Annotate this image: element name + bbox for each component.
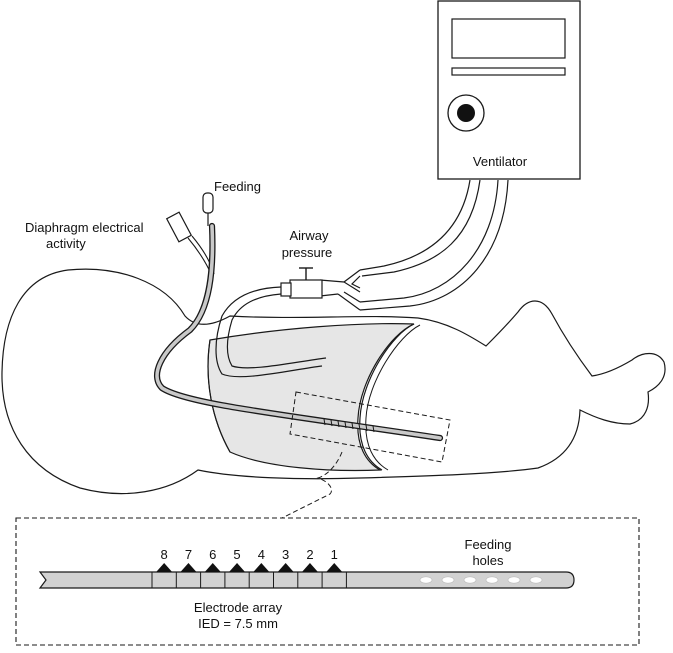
- zoom-connector: [281, 451, 343, 519]
- ventilator-circuit: [319, 179, 509, 311]
- electrode-marker: [326, 563, 343, 572]
- ied-label: IED = 7.5 mm: [198, 616, 278, 631]
- feeding-hole: [485, 576, 499, 584]
- feeding-connector: [202, 192, 214, 226]
- ventilator-label: Ventilator: [473, 154, 528, 169]
- catheter-electrode-marks: [323, 418, 375, 433]
- electrode-number: 8: [161, 547, 168, 562]
- electrode-number: 7: [185, 547, 192, 562]
- electrode-number: 4: [258, 547, 265, 562]
- feeding-holes-label-line2: holes: [472, 553, 504, 568]
- detail-inset: 8 7 6 5 4 3 2 1 Feeding holes Electrode array I…: [15, 517, 640, 646]
- electrode-array: 8 7 6 5 4 3 2 1: [151, 547, 347, 588]
- electrode-number: 2: [306, 547, 313, 562]
- electrode-marker: [253, 563, 270, 572]
- electrode-number: 1: [331, 547, 338, 562]
- feeding-hole: [529, 576, 543, 584]
- electrode-marker: [229, 563, 246, 572]
- feeding-holes-label-line1: Feeding: [465, 537, 512, 552]
- diaphragm-label-line2: activity: [46, 236, 86, 251]
- inset-catheter: [38, 571, 575, 589]
- electrode-marker: [204, 563, 221, 572]
- airway-label-line2: pressure: [282, 245, 333, 260]
- airway-pressure-connector: [280, 267, 323, 299]
- feeding-hole: [441, 576, 455, 584]
- ventilator-display: [451, 18, 566, 59]
- electrode-marker: [301, 563, 318, 572]
- feeding-hole: [507, 576, 521, 584]
- airway-label-line1: Airway: [289, 228, 329, 243]
- zoom-window: [289, 391, 451, 463]
- electrode-number: 5: [233, 547, 240, 562]
- chest-band-rim-inner: [365, 324, 421, 471]
- feeding-hole: [463, 576, 477, 584]
- electrode-number: 3: [282, 547, 289, 562]
- feeding-holes: [419, 576, 543, 584]
- feeding-label: Feeding: [214, 179, 261, 194]
- electrode-marker: [156, 563, 173, 572]
- electrical-connector: [165, 211, 215, 277]
- electrode-marker: [277, 563, 294, 572]
- electrode-array-label: Electrode array: [194, 600, 283, 615]
- feeding-hole: [419, 576, 433, 584]
- chest-band-left-edge: [207, 339, 231, 453]
- ventilator-slot: [451, 67, 566, 76]
- chest-band-rim: [359, 323, 415, 471]
- endotracheal-tube: [215, 286, 327, 378]
- electrode-marker: [180, 563, 197, 572]
- ventilator: Ventilator: [437, 0, 581, 180]
- diaphragm-label-line1: Diaphragm electrical: [25, 220, 144, 235]
- ventilator-knob: [457, 104, 475, 122]
- electrode-number: 6: [209, 547, 216, 562]
